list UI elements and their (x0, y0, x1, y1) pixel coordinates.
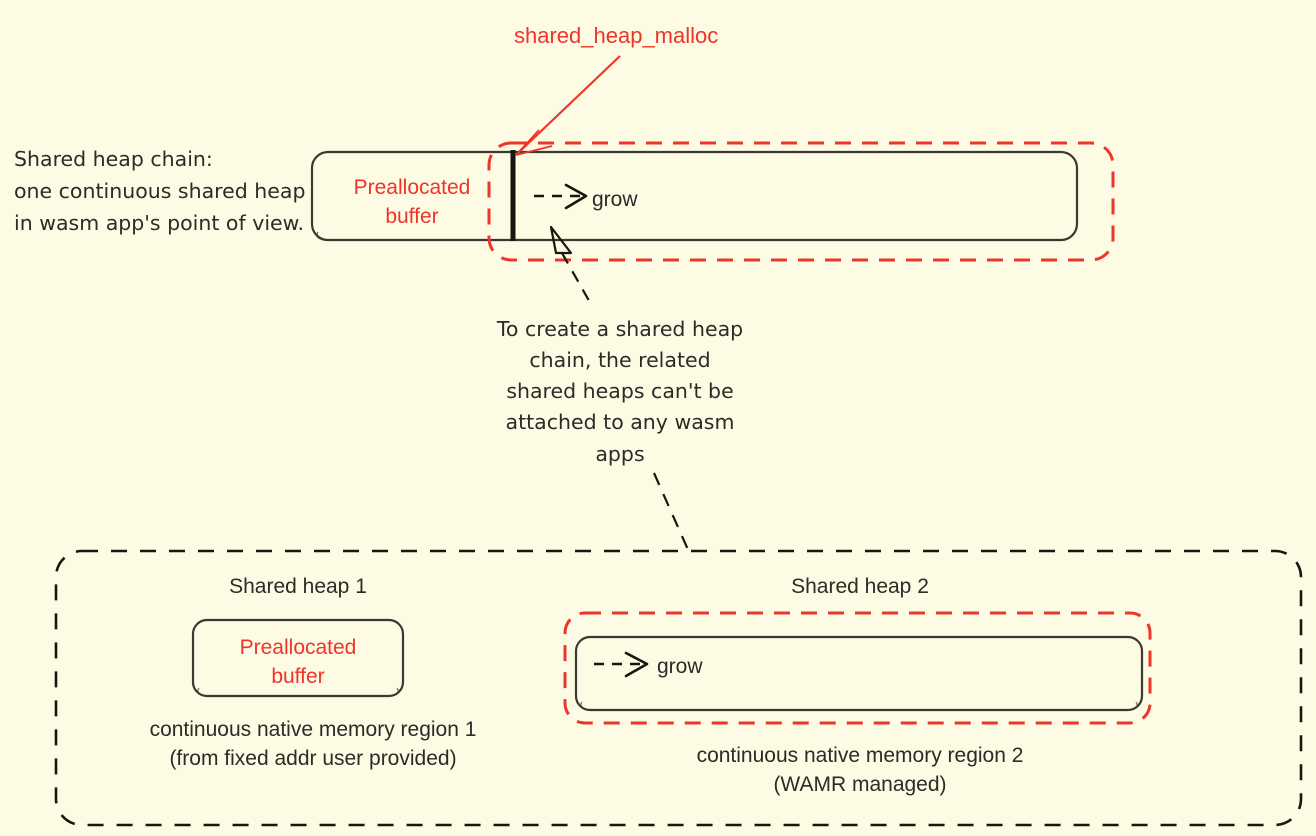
heap2-caption: continuous native memory region 2 (WAMR … (696, 744, 1024, 796)
top-grow-label: grow (592, 188, 638, 211)
top-bar-sketch-stroke (316, 231, 1064, 241)
shared-heap-chain-note: Shared heap chain: one continuous shared… (14, 147, 306, 235)
top-red-dashed-region (487, 141, 1115, 262)
shared-heap-malloc-label: shared_heap_malloc (514, 23, 719, 48)
heap1-preallocated-buffer-label: Preallocated buffer (239, 636, 357, 688)
heap2-box-sketch-stroke (580, 701, 1138, 711)
center-note-leader-line (561, 252, 593, 307)
top-preallocated-buffer-label: Preallocated buffer (353, 176, 471, 228)
grow-arrow-bottom-head (624, 651, 649, 678)
heap2-grow-label: grow (657, 655, 703, 678)
shared-heap-chain-constraint-note: To create a shared heap chain, the relat… (496, 317, 744, 466)
shared-heap-1-title: Shared heap 1 (229, 575, 367, 598)
center-note-arrowhead (549, 225, 573, 255)
shared-heap-malloc-arrowhead (515, 55, 621, 156)
heap2-red-dashed-box (563, 611, 1152, 725)
bottom-container-leader-line (652, 472, 691, 553)
shared-heap-2-title: Shared heap 2 (791, 575, 929, 598)
grow-arrow-top-head (564, 183, 588, 210)
heap1-caption: continuous native memory region 1 (from … (149, 718, 477, 770)
shared-heap-malloc-arrow-line (515, 55, 621, 156)
